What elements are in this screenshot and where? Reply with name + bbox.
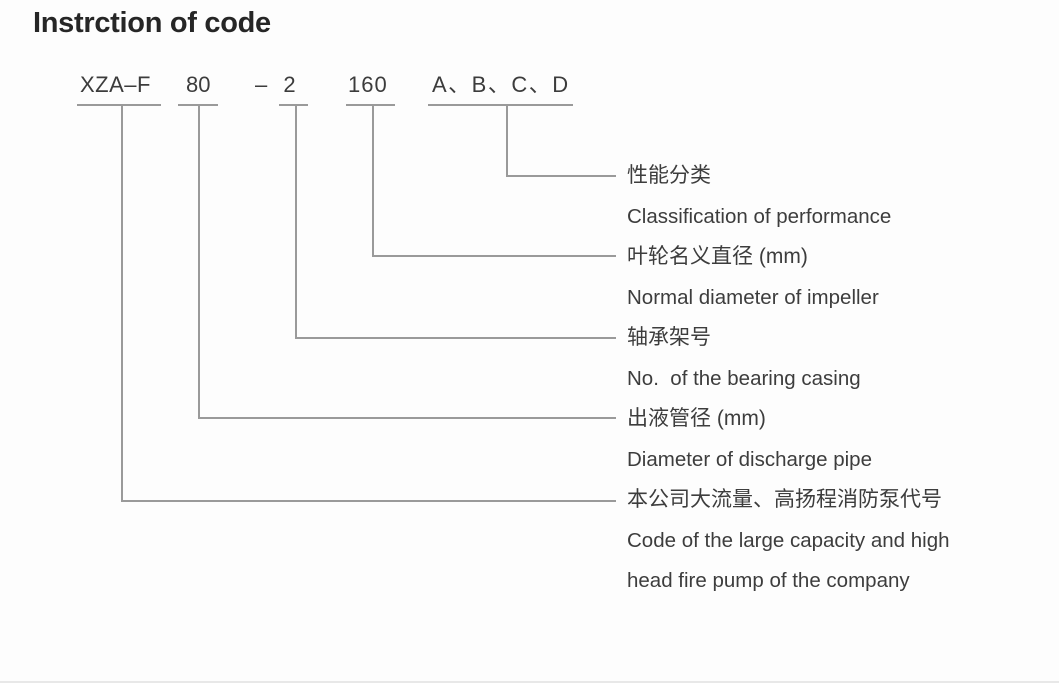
page-bottom-edge: [0, 681, 1059, 683]
code-part-discharge-diameter: 80: [186, 72, 211, 97]
label-performance-class: 性能分类 Classification of performance: [627, 156, 891, 237]
label-discharge-diameter-en: Diameter of discharge pipe: [627, 447, 872, 471]
code-part-bearing-casing-no: – 2: [255, 72, 296, 97]
connector-bearing-casing-no-line: [295, 105, 616, 339]
label-bearing-casing-no-zh: 轴承架号: [627, 326, 711, 349]
label-impeller-diameter-en: Normal diameter of impeller: [627, 285, 879, 309]
label-performance-class-zh: 性能分类: [627, 164, 711, 187]
underline-company-prefix: [77, 104, 161, 106]
label-impeller-diameter: 叶轮名义直径 (mm) Normal diameter of impeller: [627, 237, 879, 318]
label-company-prefix: 本公司大流量、高扬程消防泵代号 Code of the large capaci…: [627, 480, 987, 602]
connector-performance-class-line: [506, 105, 616, 177]
label-impeller-diameter-zh: 叶轮名义直径 (mm): [627, 245, 808, 268]
code-part-company-prefix: XZA–F: [80, 72, 151, 97]
label-company-prefix-zh: 本公司大流量、高扬程消防泵代号: [627, 488, 942, 511]
code-part-impeller-diameter: 160: [348, 72, 388, 97]
connector-discharge-diameter-line: [198, 105, 616, 419]
label-bearing-casing-no-en: No. of the bearing casing: [627, 366, 861, 390]
label-performance-class-en: Classification of performance: [627, 204, 892, 228]
underline-performance-class: [428, 104, 573, 106]
underline-bearing-casing-no: [279, 104, 308, 106]
label-bearing-casing-no: 轴承架号 No. of the bearing casing: [627, 318, 861, 399]
code-part-performance-class: A、B、C、D: [432, 72, 570, 97]
label-discharge-diameter: 出液管径 (mm) Diameter of discharge pipe: [627, 399, 872, 480]
label-company-prefix-en: Code of the large capacity and high head…: [627, 528, 956, 593]
connector-company-prefix-line: [121, 105, 616, 502]
label-discharge-diameter-zh: 出液管径 (mm): [627, 407, 766, 430]
page-title: Instrction of code: [33, 7, 271, 39]
connector-impeller-diameter-line: [372, 105, 616, 257]
underline-impeller-diameter: [346, 104, 395, 106]
